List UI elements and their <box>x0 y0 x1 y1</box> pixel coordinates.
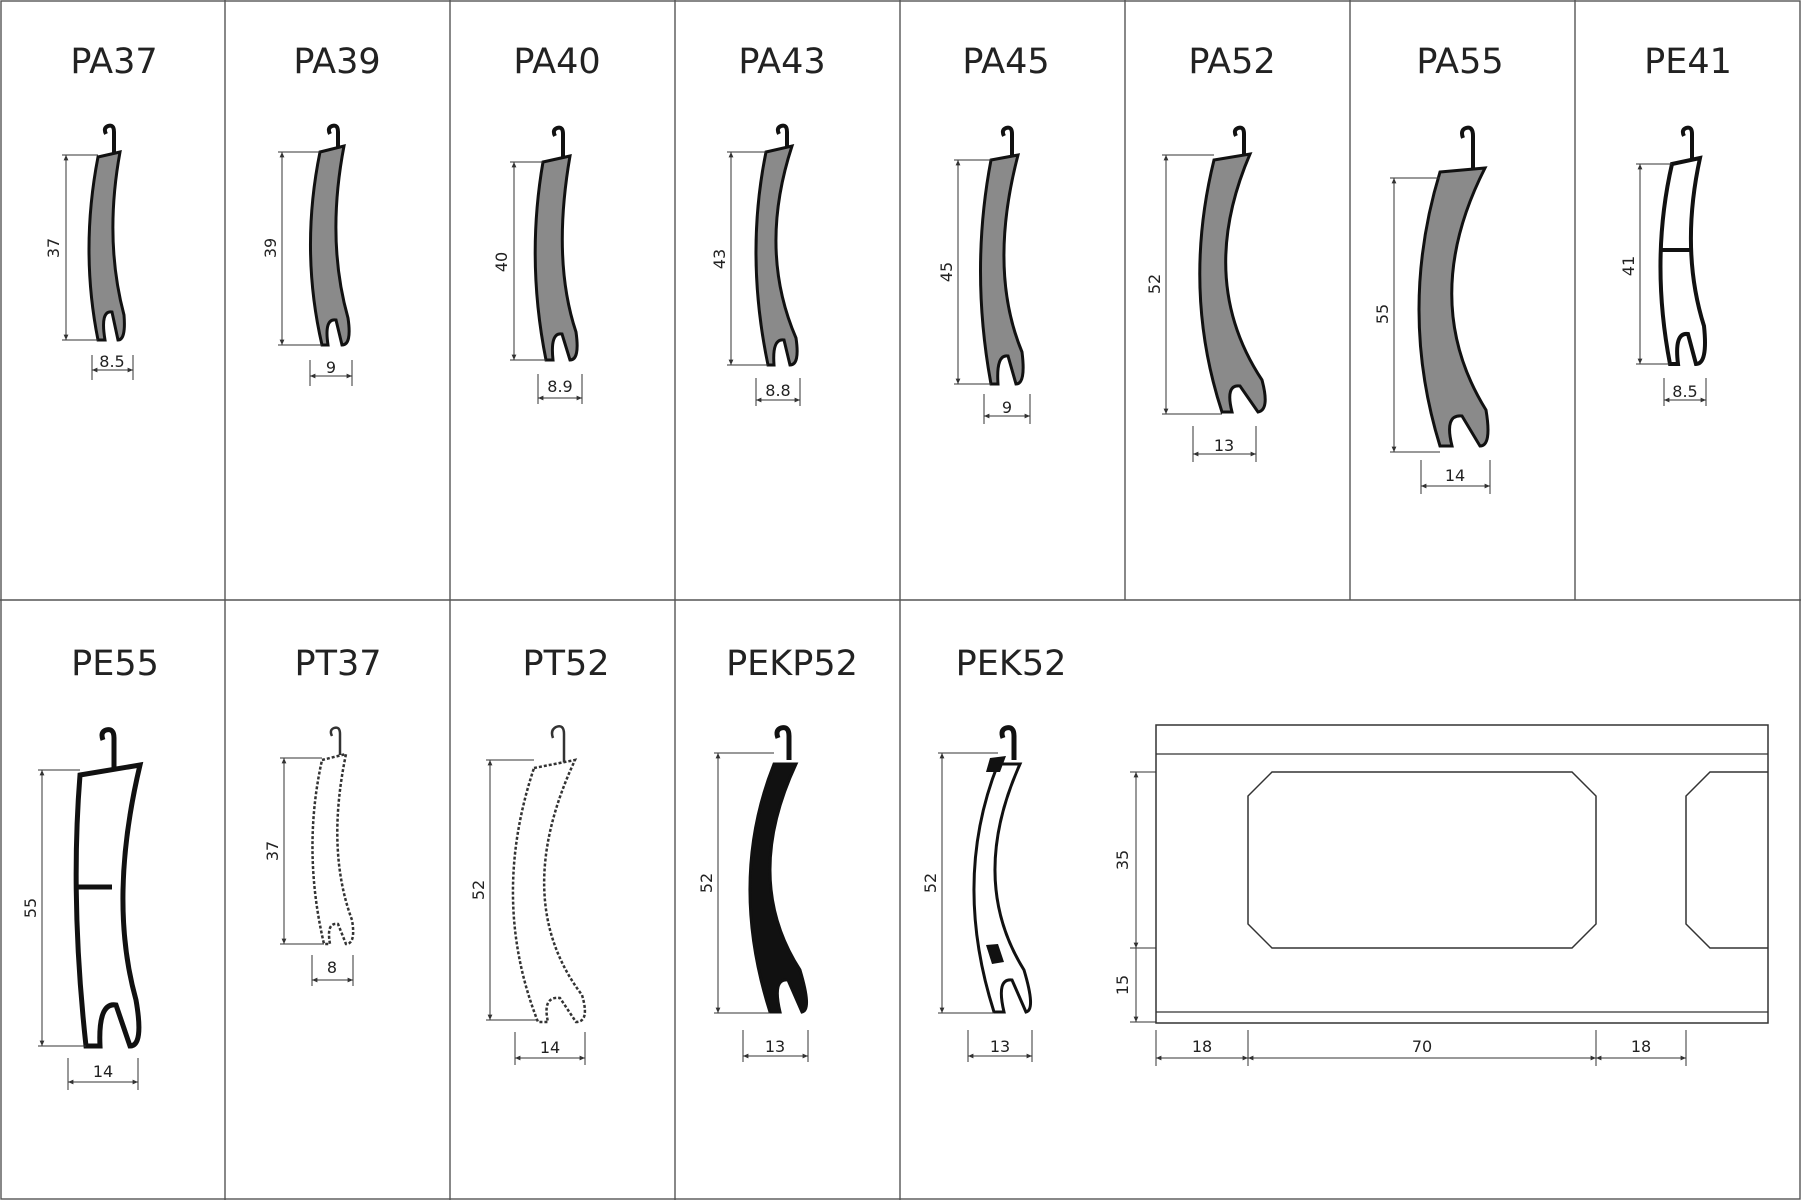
height-top-label: 35 <box>1113 850 1132 870</box>
profile-hook <box>550 725 566 765</box>
height-label: 52 <box>1145 274 1164 294</box>
profile-title: PT52 <box>522 644 609 684</box>
width-label: 14 <box>540 1038 560 1057</box>
profile-title: PT37 <box>294 644 381 684</box>
profile-title: PA52 <box>1188 42 1275 82</box>
width-left-label: 18 <box>1192 1037 1212 1056</box>
profile-shape <box>1198 152 1267 414</box>
profile-hook <box>326 123 340 150</box>
width-label: 8 <box>327 958 337 977</box>
profile-cell-pt52: PT52 52 14 <box>469 644 610 1065</box>
width-label: 8.8 <box>765 381 790 400</box>
profile-cell-pa39: PA39 39 9 <box>261 42 381 386</box>
profile-shape <box>73 761 144 1049</box>
width-middle-label: 70 <box>1412 1037 1432 1056</box>
profile-hook <box>99 727 117 772</box>
profile-shape <box>979 153 1025 386</box>
profile-hook <box>999 725 1017 760</box>
height-label: 40 <box>492 252 511 272</box>
height-label: 37 <box>263 841 282 861</box>
height-bottom-label: 15 <box>1113 975 1132 995</box>
profile-cell-pa55: PA55 55 14 <box>1373 42 1504 494</box>
profile-cell-pt37: PT37 37 8 <box>263 644 382 986</box>
height-label: 43 <box>710 249 729 269</box>
profile-hook <box>1680 125 1694 160</box>
profile-title: PA40 <box>513 42 600 82</box>
profile-hook <box>774 725 792 760</box>
profile-cell-pa37: PA37 37 8.5 <box>44 42 158 380</box>
profile-end-cap <box>986 944 1004 964</box>
height-label: 52 <box>469 880 488 900</box>
height-label: 41 <box>1619 256 1638 276</box>
profile-title: PE55 <box>71 644 159 684</box>
profile-title: PEK52 <box>956 644 1067 684</box>
width-label: 14 <box>93 1062 113 1081</box>
profile-cell-pa40: PA40 40 8.9 <box>492 42 601 404</box>
profile-cell-pa43: PA43 43 8.8 <box>710 42 826 406</box>
profile-hook <box>1460 125 1475 170</box>
profile-title: PE41 <box>1644 42 1732 82</box>
profile-title: PA55 <box>1416 42 1503 82</box>
height-label: 52 <box>921 873 940 893</box>
profile-end-cap <box>986 756 1006 772</box>
profile-title: PA43 <box>738 42 825 82</box>
width-label: 8.5 <box>99 352 124 371</box>
profile-title: PA45 <box>962 42 1049 82</box>
height-label: 39 <box>261 238 280 258</box>
profile-title: PEKP52 <box>726 644 858 684</box>
profile-hook <box>329 726 342 755</box>
profile-shape <box>308 143 351 347</box>
profile-shape <box>533 154 579 362</box>
profile-shape <box>511 758 587 1024</box>
width-label: 13 <box>765 1037 785 1056</box>
width-label: 9 <box>1002 398 1012 417</box>
profile-hook <box>775 123 789 150</box>
profile-title: PA37 <box>70 42 157 82</box>
profile-shape <box>754 143 799 367</box>
width-label: 13 <box>1214 436 1234 455</box>
width-label: 13 <box>990 1037 1010 1056</box>
width-right-label: 18 <box>1631 1037 1651 1056</box>
width-label: 8.5 <box>1672 382 1697 401</box>
height-label: 55 <box>21 898 40 918</box>
perforation-strip <box>1155 724 1769 1024</box>
width-label: 9 <box>326 358 336 377</box>
profile-cell-pa45: PA45 45 9 <box>937 42 1050 424</box>
profile-shape <box>311 752 355 946</box>
perforation-slot-partial <box>1685 771 1768 949</box>
height-label: 45 <box>937 262 956 282</box>
height-label: 52 <box>697 873 716 893</box>
profile-title: PA39 <box>293 42 380 82</box>
width-label: 8.9 <box>547 377 572 396</box>
height-label: 37 <box>44 238 63 258</box>
profile-cell-pe55: PE55 55 14 <box>21 644 159 1090</box>
profile-shape <box>1417 166 1490 448</box>
width-label: 14 <box>1445 466 1465 485</box>
profile-shape <box>87 150 126 342</box>
height-label: 55 <box>1373 304 1392 324</box>
profile-shape <box>972 762 1032 1014</box>
profile-cell-pa52: PA52 52 13 <box>1145 42 1276 462</box>
profile-hook <box>102 123 116 155</box>
profile-hook <box>1000 125 1014 158</box>
profile-shape <box>1658 155 1707 367</box>
perforation-slot <box>1247 771 1597 949</box>
profile-shape <box>748 762 808 1014</box>
profile-hook <box>551 125 565 160</box>
profile-cell-pe41: PE41 41 8.5 <box>1619 42 1732 406</box>
profile-hook <box>1232 125 1246 158</box>
perforation-detail: 35 15 18 70 18 <box>1113 724 1769 1066</box>
profile-cell-pek52: PEK52 52 13 <box>921 644 1066 1062</box>
profile-cell-pekp52: PEKP52 52 13 <box>697 644 858 1062</box>
